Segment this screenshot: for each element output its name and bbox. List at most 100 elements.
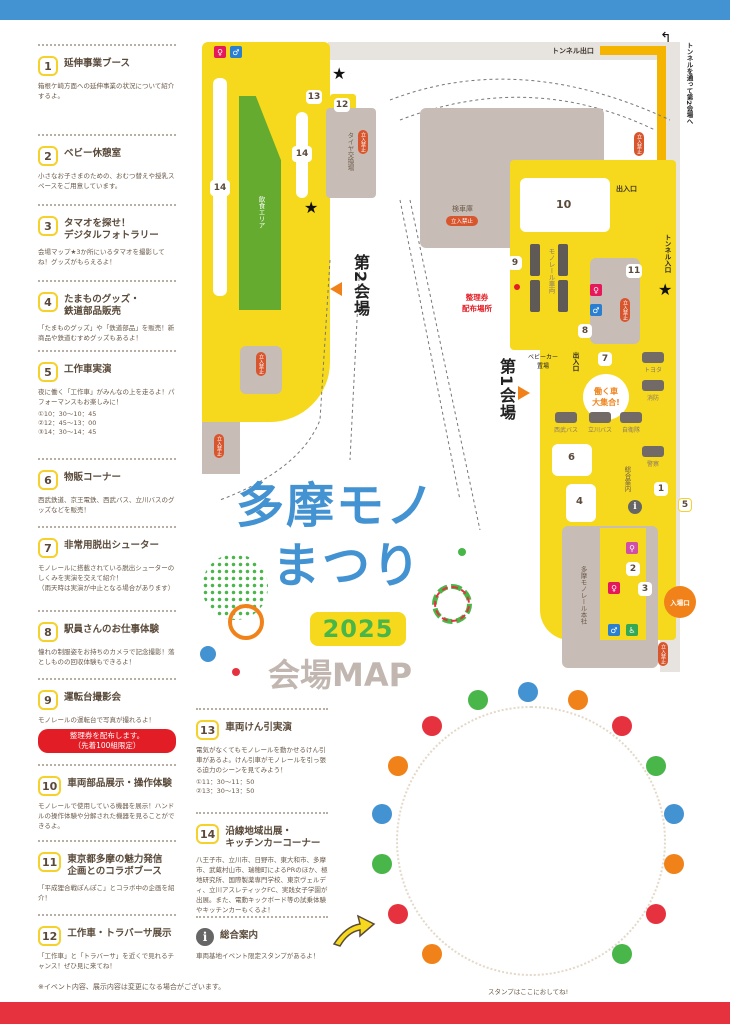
item-number: 13: [196, 720, 220, 740]
item-title: 工作車・トラバーサ展示: [67, 928, 172, 939]
item-desc: モノレールで使用している機器を展示！ハンドルの操作体験や分解された機器を見ること…: [38, 802, 175, 830]
star-marker-icon: ★: [304, 198, 319, 217]
item-number: 9: [38, 690, 58, 710]
vehicle-tachikawa-bus: 立川バス: [588, 412, 612, 434]
vehicle-police: 警察: [642, 446, 664, 468]
item-title: 駅員さんのお仕事体験: [64, 624, 160, 635]
tunnel-exit-label: トンネル出口: [552, 47, 594, 55]
item-title: 工作車実演: [64, 364, 112, 375]
item-number: 5: [38, 362, 58, 382]
deco-dot: [664, 854, 684, 874]
striped-ring: [432, 584, 472, 624]
marker-8[interactable]: 8: [578, 324, 592, 338]
stamp-note: スタンプはここにおしてね!: [488, 988, 569, 996]
item-title: 車両部品展示・操作体験: [67, 778, 172, 789]
deco-dot: [612, 944, 632, 964]
info-desk-label: 総合案内: [623, 466, 631, 492]
no-entry-badge: 立入禁止: [634, 132, 644, 156]
item-title: たまものグッズ・ 鉄道部品販売: [64, 294, 140, 317]
deco-dot: [422, 716, 442, 736]
bus-icon: [555, 412, 577, 423]
deco-dot: [568, 690, 588, 710]
marker-1[interactable]: 1: [654, 482, 668, 496]
vehicle-toyota: トヨタ: [642, 352, 664, 374]
booth-10: [520, 178, 610, 232]
item-desc: モノレールの運転台で写真が撮れるよ！: [38, 716, 155, 724]
item-desc: 夜に働く「工作車」がみんなの上を走るよ！パフォーマンスもお楽しみに！: [38, 388, 175, 406]
ticket-point-label: 整理券 配布場所: [462, 293, 492, 313]
top-color-bar: [0, 0, 730, 20]
list-item: 10 車両部品展示・操作体験 モノレールで使用している機器を展示！ハンドルの操作体…: [38, 764, 176, 840]
item-title: 東京都多摩の魅力発信 企画とのコラボブース: [67, 854, 163, 877]
deco-dot: [422, 944, 442, 964]
no-entry-badge: 立入禁止: [256, 352, 266, 376]
orange-ring: [228, 604, 264, 640]
item-desc: 八王子市、立川市、日野市、東大和市、多摩市、武蔵村山市、瑞穂町によるPRのほか、…: [196, 856, 328, 914]
tire-area-label: タイヤ交換場: [346, 132, 354, 171]
marker-14[interactable]: 14: [292, 146, 312, 162]
entry-gate[interactable]: 入場口: [664, 586, 696, 618]
truck-icon: [620, 412, 642, 423]
marker-5[interactable]: 5: [678, 498, 692, 512]
marker-11[interactable]: 11: [626, 264, 642, 278]
footer-note: ※イベント内容、展示内容は変更になる場合がございます。: [38, 983, 226, 991]
entry-label: 入場口: [670, 599, 690, 607]
womens-restroom-icon: ♀: [590, 284, 602, 296]
entrance-exit-label-2: 出入口: [571, 352, 579, 372]
venue-2-label: 第2会場: [351, 254, 370, 318]
bottom-color-bar: [0, 1002, 730, 1024]
deco-dot: [388, 756, 408, 776]
logo-subtitle: 会場MAP: [268, 656, 413, 694]
tunnel-path: [600, 46, 666, 55]
item-desc: 会場マップ★3か所にいるタマオを撮影してね！グッズがもらえるよ！: [38, 248, 165, 266]
marker-2[interactable]: 2: [626, 562, 640, 576]
item-number: 14: [196, 824, 220, 844]
marker-3[interactable]: 3: [638, 582, 652, 596]
curved-arrow-icon: ↰: [660, 30, 672, 46]
tunnel-path-vertical: [657, 46, 666, 226]
stamp-circle: [396, 706, 666, 976]
monorail-cars: [530, 244, 580, 312]
item-number: 3: [38, 216, 58, 236]
green-dot: [458, 548, 466, 556]
item-title: 物販コーナー: [64, 472, 122, 483]
item-title: 延伸事業ブース: [64, 58, 131, 69]
marker-14[interactable]: 14: [210, 180, 230, 196]
accessible-restroom-icon: ♿: [626, 624, 638, 636]
list-item: 9 運転台撮影会 モノレールの運転台で写真が撮れるよ！ 整理券を配布します。 （先…: [38, 678, 176, 764]
car-icon: [642, 446, 664, 457]
marker-13[interactable]: 13: [306, 90, 322, 104]
item-number: 10: [38, 776, 62, 796]
monorail-cars-label: モノレール車両: [547, 248, 555, 294]
venue-1-label: 第1会場: [497, 358, 516, 422]
mens-restroom-icon: ♂: [230, 46, 242, 58]
item-number: 4: [38, 292, 58, 312]
marker-4[interactable]: 4: [576, 496, 583, 507]
item-title: 運転台撮影会: [64, 692, 122, 703]
blue-dot: [200, 646, 216, 662]
item-number: 8: [38, 622, 58, 642]
deco-dot: [646, 904, 666, 924]
marker-10[interactable]: 10: [556, 198, 572, 211]
baby-room-icon: ⚲: [626, 542, 638, 554]
marker-12[interactable]: 12: [334, 98, 350, 112]
marker-6[interactable]: 6: [568, 452, 575, 463]
item-number: 6: [38, 470, 58, 490]
marker-9[interactable]: 9: [508, 256, 522, 270]
booth-4: [566, 484, 596, 522]
marker-7[interactable]: 7: [598, 352, 612, 366]
womens-restroom-icon: ♀: [214, 46, 226, 58]
no-entry-badge: 立入禁止: [658, 642, 668, 666]
ticket-badge: 整理券を配布します。 （先着100組限定）: [38, 729, 176, 753]
deco-dot: [372, 804, 392, 824]
vehicle-seibu-bus: 西武バス: [554, 412, 578, 434]
item-desc: 「工作車」と「トラバーサ」を近くで見れるチャンス！ぜひ見に来てね！: [38, 952, 175, 970]
info-icon: i: [628, 500, 642, 514]
